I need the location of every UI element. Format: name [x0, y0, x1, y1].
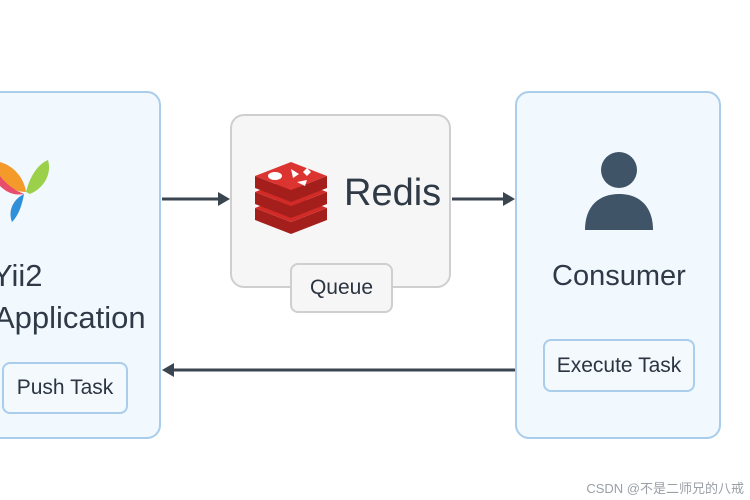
- redis-title: Redis: [344, 172, 442, 214]
- app-title-line-1: Yii2: [0, 258, 43, 293]
- execute-task-label: Execute Task: [543, 339, 695, 392]
- redis-logo-icon: [255, 162, 327, 234]
- push-task-label: Push Task: [2, 362, 128, 414]
- edge-redis-to-consumer: [452, 192, 515, 206]
- edge-app-to-redis: [162, 192, 230, 206]
- edge-consumer-to-app: [162, 363, 515, 377]
- watermark: CSDN @不是二师兄的八戒: [586, 481, 744, 496]
- consumer-title: Consumer: [552, 260, 686, 292]
- user-icon: [585, 152, 653, 230]
- queue-label: Queue: [290, 263, 393, 313]
- app-title-line-2: Application: [0, 300, 146, 335]
- yii-logo-icon: [0, 160, 50, 222]
